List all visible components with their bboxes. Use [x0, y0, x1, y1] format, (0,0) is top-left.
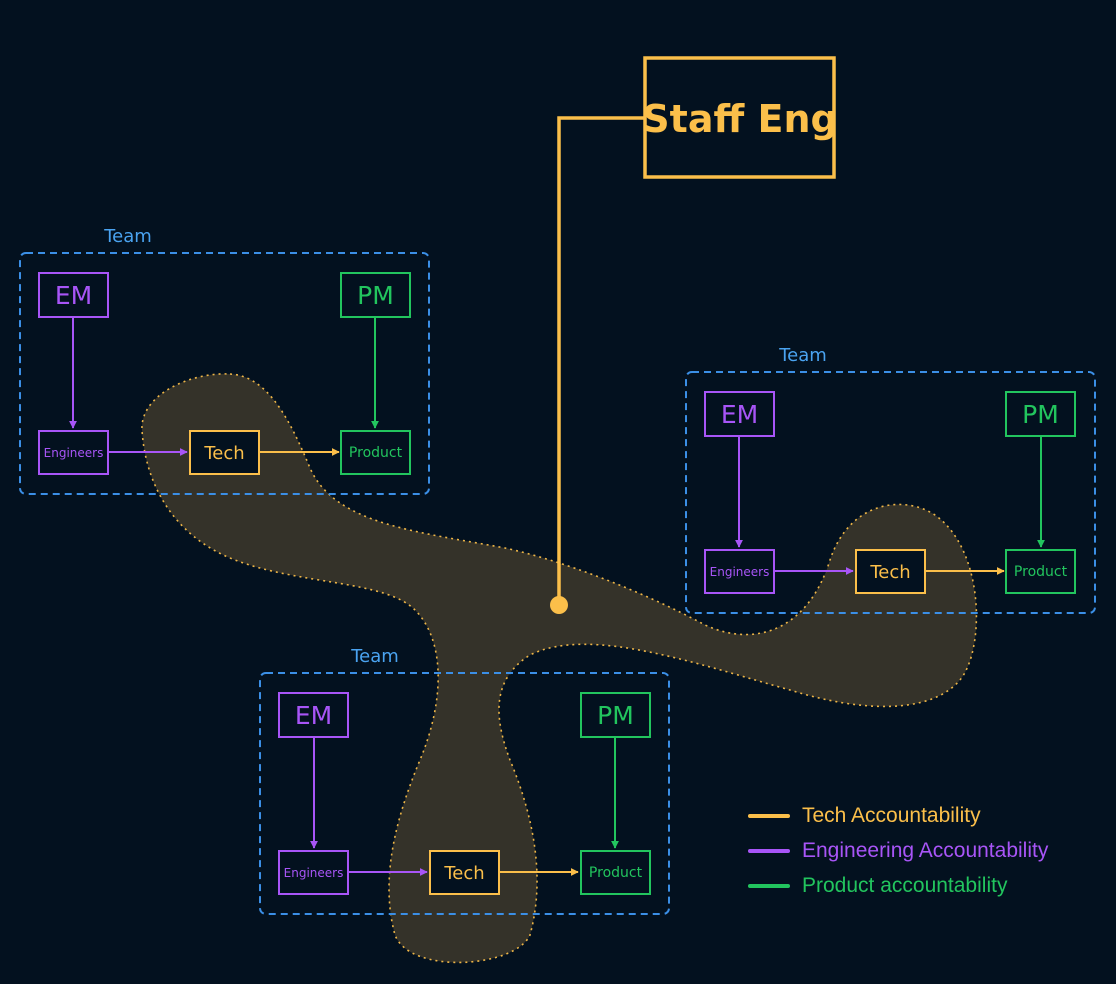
em-node: EM [704, 391, 775, 437]
engineers-label: Engineers [284, 866, 344, 880]
product-label: Product [589, 865, 643, 881]
legend-item-product: Product accountability [748, 868, 1108, 903]
product-node: Product [340, 430, 411, 475]
team-label: Team [350, 646, 399, 667]
pm-node: PM [1005, 391, 1076, 437]
staff-tech-anchor-dot [550, 596, 568, 614]
pm-label: PM [357, 281, 394, 310]
tech-node: Tech [429, 850, 500, 895]
tech-node: Tech [855, 549, 926, 594]
product-label: Product [1014, 564, 1068, 580]
engineers-node: Engineers [38, 430, 109, 475]
legend: Tech Accountability Engineering Accounta… [748, 798, 1108, 903]
em-node: EM [278, 692, 349, 738]
legend-label-engineering: Engineering Accountability [802, 838, 1049, 862]
legend-item-tech: Tech Accountability [748, 798, 1108, 833]
tech-label: Tech [443, 863, 484, 884]
tech-influence-region [141, 373, 978, 964]
team-box: Team EM PM Engineers Tech [259, 646, 670, 915]
legend-label-tech: Tech Accountability [802, 803, 981, 827]
team-box: Team EM PM Engineers Tech [685, 345, 1096, 614]
staff-tech-line [557, 116, 645, 605]
product-label: Product [349, 445, 403, 461]
tech-node: Tech [189, 430, 260, 475]
pm-node: PM [340, 272, 411, 318]
legend-swatch-engineering [748, 848, 790, 853]
legend-swatch-tech [748, 813, 790, 818]
tech-label: Tech [869, 562, 910, 583]
engineers-label: Engineers [44, 446, 104, 460]
tech-label: Tech [203, 443, 244, 464]
legend-item-engineering: Engineering Accountability [748, 833, 1108, 868]
staff-eng-label: Staff Eng [642, 97, 837, 141]
team-label: Team [778, 345, 827, 366]
team-box: Team EM PM Engineers Tech [19, 226, 430, 495]
legend-swatch-product [748, 883, 790, 888]
engineers-node: Engineers [278, 850, 349, 895]
pm-label: PM [1022, 400, 1059, 429]
pm-label: PM [597, 701, 634, 730]
engineers-node: Engineers [704, 549, 775, 594]
product-node: Product [1005, 549, 1076, 594]
em-label: EM [295, 701, 332, 730]
em-node: EM [38, 272, 109, 318]
em-label: EM [55, 281, 92, 310]
team-label: Team [103, 226, 152, 247]
legend-label-product: Product accountability [802, 873, 1008, 897]
pm-node: PM [580, 692, 651, 738]
em-label: EM [721, 400, 758, 429]
engineers-label: Engineers [710, 565, 770, 579]
product-node: Product [580, 850, 651, 895]
staff-eng-node: Staff Eng [642, 56, 838, 179]
